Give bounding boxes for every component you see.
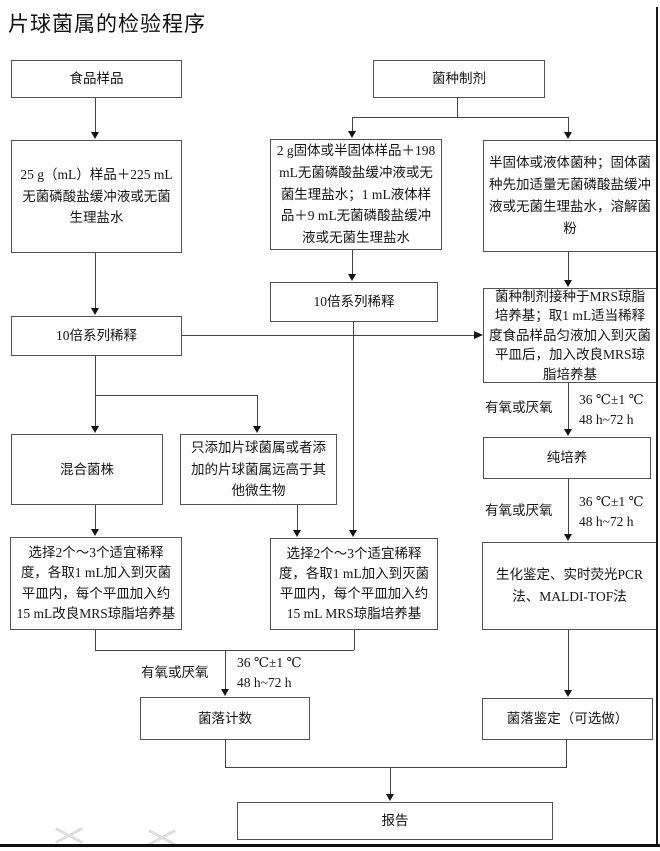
node-mixed-strains: 混合菌株 [11,434,163,505]
connector-line [182,335,474,336]
connector-line [225,740,226,767]
connector-line [568,252,569,281]
arrow-down-icon [91,529,99,536]
arrow-down-icon [253,426,261,433]
node-label: 混合菌株 [60,461,114,477]
connector-line [297,505,298,531]
connector-line [95,630,96,650]
arrow-down-icon [386,794,394,801]
node-label: 菌落鉴定（可选做） [506,711,629,727]
edge-label-temperature: 36 ℃±1 ℃ 48 h~72 h [579,390,644,431]
node-plating-mrs: 选择2个～3个适宜稀释度，各取1 mL加入到灭菌平皿内，每个平皿加入约15 mL… [270,538,438,630]
node-pediococcus-dominant: 只添加片球菌属或者添加的片球菌属远高于其他微生物 [180,434,337,505]
connector-line [353,322,354,531]
arrow-down-icon [91,132,99,139]
node-report: 报告 [237,802,553,840]
node-label: 食品样品 [69,71,124,87]
arrow-down-icon [564,429,572,436]
edge-label-temperature: 36 ℃±1 ℃ 48 h~72 h [579,492,644,533]
connector-line [457,98,458,117]
temp-line2: 48 h~72 h [579,514,634,530]
connector-line [95,356,96,395]
arrow-down-icon [221,689,229,696]
arrow-down-icon [564,534,572,541]
temp-line2: 48 h~72 h [237,675,292,691]
node-label: 半固体或液体菌种；固体菌种先加适量无菌磷酸盐缓冲液或无菌生理盐水，溶解菌粉 [489,155,651,236]
node-sample-dilution: 25 g（mL）样品＋225 mL无菌磷酸盐缓冲液或无菌生理盐水 [11,140,182,253]
temp-line2: 48 h~72 h [579,412,634,428]
arrow-down-icon [91,308,99,315]
edge-label-condition: 有氧或厌氧 [141,665,209,680]
arrow-down-icon [564,132,572,139]
edge-label-condition: 有氧或厌氧 [485,400,553,415]
connector-line [95,98,96,134]
connector-line [390,767,391,795]
page-edge-right [656,7,658,845]
arrow-down-icon [348,131,356,138]
node-label: 纯培养 [546,450,588,466]
arrow-right-icon [474,331,483,339]
connector-line [95,505,96,530]
connector-line [352,117,568,118]
node-label: 菌种制剂接种于MRS琼脂培养基；取1 mL适当稀释度食品样品匀液加入到灭菌平皿后… [489,288,651,382]
node-label: 菌落计数 [198,710,252,726]
arrow-down-icon [349,530,357,537]
node-identification: 生化鉴定、实时荧光PCR法、MALDI-TOF法 [482,542,657,630]
node-label: 10倍系列稀释 [56,328,137,344]
connector-line [95,253,96,309]
temp-line1: 36 ℃±1 ℃ [237,655,302,670]
connector-line [568,630,569,691]
node-serial-dilution-left: 10倍系列稀释 [11,316,182,356]
node-label: 菌种制剂 [432,71,486,87]
edge-label-condition: 有氧或厌氧 [485,503,553,518]
node-label: 报告 [381,813,409,829]
node-label: 2 g固体或半固体样品＋198 mL无菌磷酸盐缓冲液或无菌生理盐水；1 mL液体… [276,142,436,246]
node-solid-dilution: 2 g固体或半固体样品＋198 mL无菌磷酸盐缓冲液或无菌生理盐水；1 mL液体… [270,139,442,250]
connector-line [95,395,257,396]
connector-line [257,395,258,427]
connector-line [568,479,569,535]
temp-line1: 36 ℃±1 ℃ [579,392,644,407]
connector-line [352,250,353,275]
connector-line [225,767,567,768]
node-mrs-inoculation: 菌种制剂接种于MRS琼脂培养基；取1 mL适当稀释度食品样品匀液加入到灭菌平皿后… [483,288,657,383]
node-plating-modified-mrs: 选择2个～3个适宜稀释度，各取1 mL加入到灭菌平皿内，每个平皿加入约15 mL… [10,537,182,630]
page-title: 片球菌属的检验程序 [8,12,206,36]
connector-line [566,740,567,767]
connector-line [225,650,226,690]
node-strain-dissolve: 半固体或液体菌种；固体菌种先加适量无菌磷酸盐缓冲液或无菌生理盐水，溶解菌粉 [483,140,657,252]
connector-line [568,117,569,133]
node-pure-culture: 纯培养 [483,437,651,479]
node-food-sample: 食品样品 [11,60,182,98]
node-colony-id: 菌落鉴定（可选做） [482,698,653,740]
watermark-mark [52,827,86,844]
node-colony-count: 菌落计数 [140,697,310,740]
edge-label-temperature: 36 ℃±1 ℃ 48 h~72 h [237,653,302,694]
node-serial-dilution-mid: 10倍系列稀释 [270,282,438,322]
connector-line [354,630,355,650]
node-label: 10倍系列稀释 [313,294,395,310]
node-strain-prep: 菌种制剂 [373,60,545,98]
node-label: 25 g（mL）样品＋225 mL无菌磷酸盐缓冲液或无菌生理盐水 [20,166,173,226]
temp-line1: 36 ℃±1 ℃ [579,494,644,509]
node-label: 选择2个～3个适宜稀释度，各取1 mL加入到灭菌平皿内，每个平皿加入约15 mL… [278,545,430,622]
node-label: 生化鉴定、实时荧光PCR法、MALDI-TOF法 [495,567,644,604]
arrow-down-icon [564,280,572,287]
node-label: 只添加片球菌属或者添加的片球菌属远高于其他微生物 [191,439,326,499]
connector-line [568,383,569,430]
arrow-down-icon [91,426,99,433]
connector-line [352,117,353,132]
connector-line [95,650,354,651]
node-label: 选择2个～3个适宜稀释度，各取1 mL加入到灭菌平皿内，每个平皿加入约15 mL… [16,545,176,621]
connector-line [95,395,96,427]
page-edge-bottom [0,844,660,847]
arrow-down-icon [564,690,572,697]
arrow-down-icon [348,274,356,281]
arrow-down-icon [293,530,301,537]
